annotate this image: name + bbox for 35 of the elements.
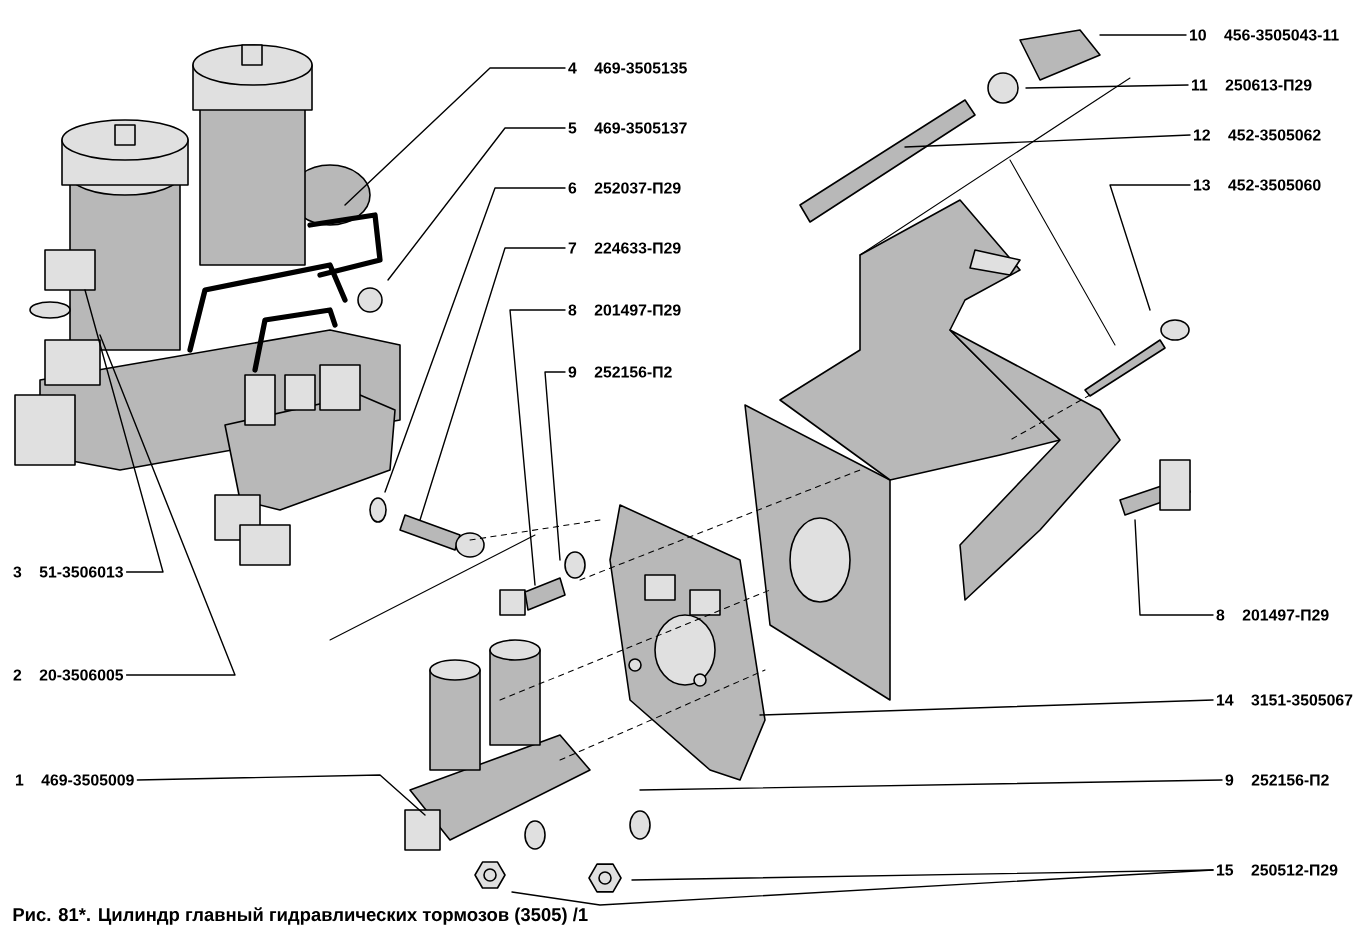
callout-label: 6 252037-П29 — [568, 182, 681, 194]
leader-line — [511, 869, 1214, 906]
leader-line — [1025, 84, 1189, 89]
callout-label: 2 20-3506005 — [13, 669, 124, 681]
leader-line — [1099, 34, 1187, 36]
callout-label: 11 250613-П29 — [1192, 79, 1312, 91]
leader-line — [544, 371, 566, 561]
leader-line — [639, 779, 1223, 791]
leader-line — [99, 334, 236, 676]
leader-line — [904, 134, 1191, 148]
callout-label: 7 224633-П29 — [568, 242, 681, 254]
leader-line — [344, 67, 566, 206]
callout-label: 10 456-3505043-11 — [1190, 29, 1339, 41]
callout-label: 9 252156-П2 — [1225, 774, 1329, 786]
callout-label: 9 252156-П2 — [568, 366, 672, 378]
callout-label: 13 452-3505060 — [1194, 179, 1321, 191]
callout-label: 5 469-3505137 — [568, 122, 687, 134]
leader-line — [509, 309, 566, 586]
callout-label: 3 51-3506013 — [13, 566, 123, 578]
leader-line — [419, 247, 566, 521]
figure-caption: Рис. 81*. Цилиндр главный гидравлических тормозов (3505) /1 — [13, 907, 588, 925]
leader-line — [384, 187, 566, 493]
callout-label: 12 452-3505062 — [1194, 129, 1321, 141]
callout-label: 14 3151-3505067 — [1217, 694, 1353, 706]
leader-line — [759, 699, 1214, 716]
leader-line — [1134, 519, 1214, 616]
leader-line — [1109, 184, 1191, 311]
callout-label: 15 250512-П29 — [1217, 864, 1338, 876]
callout-label: 8 201497-П29 — [1216, 609, 1329, 621]
leader-line — [84, 289, 164, 573]
leader-line — [387, 127, 566, 281]
callout-label: 4 469-3505135 — [568, 62, 687, 74]
callout-label: 1 469-3505009 — [16, 774, 134, 786]
leader-line — [136, 774, 426, 816]
callout-label: 8 201497-П29 — [568, 304, 681, 316]
